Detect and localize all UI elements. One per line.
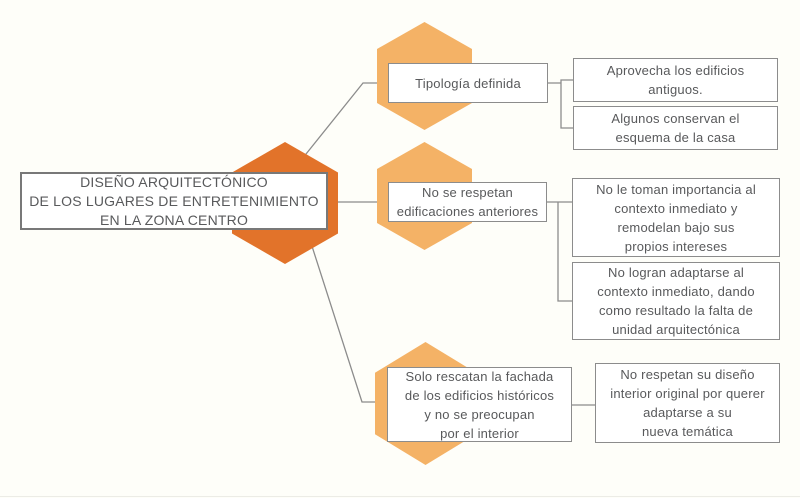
- branch1-label-box: Tipología definida: [388, 63, 548, 103]
- branch2-label-box: No se respetan edificaciones anteriores: [388, 182, 547, 222]
- slide-bottom-edge: [0, 496, 800, 497]
- branch2-child2-box: No logran adaptarse al contexto inmediat…: [572, 262, 780, 340]
- connector-branch2-children: [547, 201, 573, 302]
- root-title-box: DISEÑO ARQUITECTÓNICO DE LOS LUGARES DE …: [20, 172, 328, 230]
- connector-branch1-children: [548, 79, 573, 129]
- branch3-label-box: Solo rescatan la fachada de los edificio…: [387, 367, 572, 442]
- branch1-child2-box: Algunos conservan el esquema de la casa: [573, 106, 778, 150]
- branch2-child1-box: No le toman importancia al contexto inme…: [572, 178, 780, 257]
- branch3-child1-box: No respetan su diseño interior original …: [595, 363, 780, 443]
- branch1-child1-box: Aprovecha los edificios antiguos.: [573, 58, 778, 102]
